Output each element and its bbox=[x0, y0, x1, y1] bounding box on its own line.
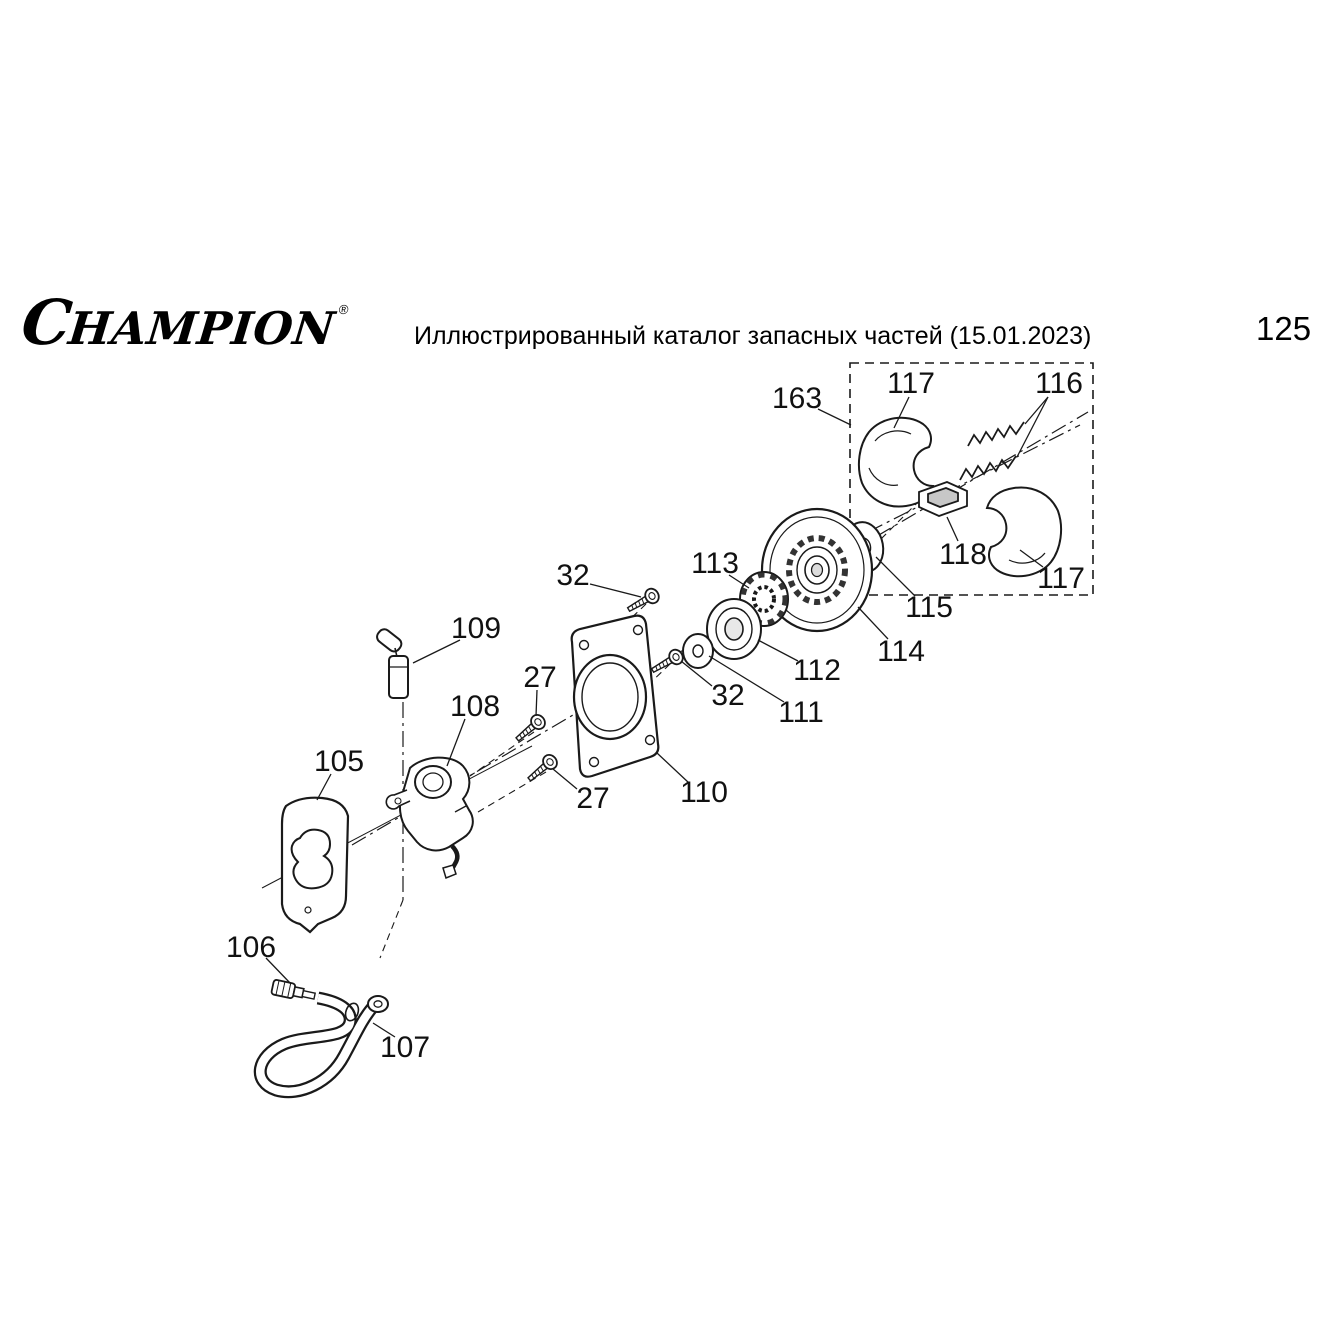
leader-lines bbox=[265, 396, 1049, 1038]
clutch-drum bbox=[760, 507, 874, 633]
catalog-title: Иллюстрированный каталог запасных частей… bbox=[414, 322, 1092, 350]
pump-plunger bbox=[376, 628, 409, 699]
drum-hub bbox=[706, 598, 762, 660]
cover-plate bbox=[570, 614, 660, 778]
oil-hose bbox=[253, 991, 389, 1099]
washer-111 bbox=[682, 633, 714, 669]
clutch-shoe-lower bbox=[985, 486, 1063, 578]
guide-plate bbox=[280, 796, 350, 934]
screw-32-lower bbox=[647, 646, 687, 678]
screw-32-upper bbox=[623, 585, 663, 617]
clutch-shoe-upper bbox=[857, 416, 935, 508]
clutch-hub-block bbox=[918, 481, 968, 517]
oil-pump bbox=[385, 756, 474, 880]
screw-27-lower bbox=[523, 751, 561, 787]
page-number: 125 bbox=[1256, 310, 1312, 347]
clutch-assembly-box bbox=[849, 362, 1094, 596]
clutch-springs bbox=[959, 421, 1025, 481]
hose-fitting bbox=[270, 979, 317, 1000]
